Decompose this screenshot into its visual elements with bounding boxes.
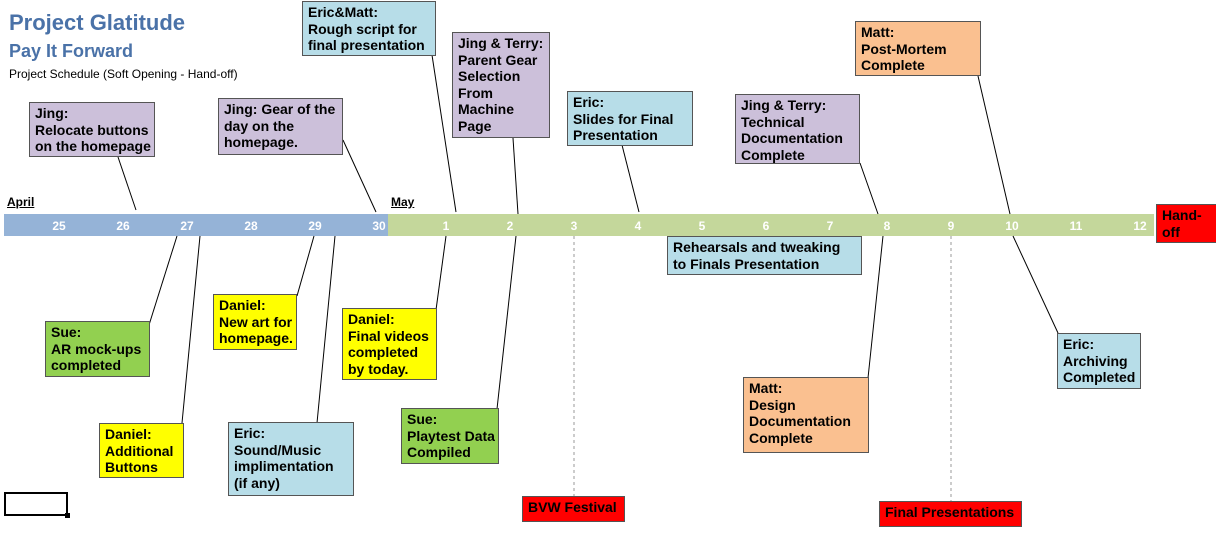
day-label: 5: [698, 219, 706, 233]
project-title: Project Glatitude: [9, 10, 186, 35]
connector-line: [859, 162, 879, 215]
note-daniel-new-art: Daniel: New art for homepage.: [213, 294, 297, 350]
connector-line: [431, 54, 457, 213]
event-bvw-festival: BVW Festival: [522, 496, 625, 522]
connector-line: [621, 144, 640, 213]
day-label: 28: [244, 219, 258, 233]
connector-line: [181, 235, 201, 424]
day-label: 30: [372, 219, 386, 233]
month-label-may: May: [391, 195, 415, 209]
connector-line: [117, 156, 137, 211]
day-label: 2: [506, 219, 514, 233]
day-label: 4: [634, 219, 642, 233]
note-sue-ar-mockups: Sue: AR mock-ups completed: [45, 321, 150, 377]
timeline-bar-may: [388, 214, 1154, 236]
day-label: 8: [883, 219, 891, 233]
fill-handle[interactable]: [65, 513, 70, 518]
schedule-caption: Project Schedule (Soft Opening - Hand-of…: [9, 67, 238, 81]
connector-line: [496, 235, 517, 410]
day-label: 11: [1069, 219, 1083, 233]
selected-cell[interactable]: [4, 492, 68, 516]
note-daniel-final-videos: Daniel: Final videos completed by today.: [342, 308, 437, 380]
day-label: 1: [442, 219, 450, 233]
note-daniel-additional-buttons: Daniel: Additional Buttons: [99, 423, 184, 478]
connector-line: [512, 137, 519, 215]
note-rehearsals: Rehearsals and tweaking to Finals Presen…: [667, 236, 862, 275]
day-label: 7: [826, 219, 834, 233]
connector-line: [296, 235, 315, 297]
note-eric-archiving: Eric: Archiving Completed: [1057, 333, 1141, 389]
day-label: 29: [308, 219, 322, 233]
connector-line: [435, 235, 447, 311]
day-label: 9: [947, 219, 955, 233]
note-jing-terry-parent-gear: Jing & Terry: Parent Gear Selection From…: [452, 32, 550, 138]
note-jing-terry-technical-doc: Jing & Terry: Technical Documentation Co…: [735, 94, 860, 164]
note-matt-design-doc: Matt: Design Documentation Complete: [743, 377, 869, 453]
note-eric-matt-rough-script: Eric&Matt: Rough script for final presen…: [302, 1, 436, 56]
note-matt-post-mortem: Matt: Post-Mortem Complete: [855, 21, 981, 76]
connector-line: [148, 235, 178, 326]
note-jing-gear-of-day: Jing: Gear of the day on the homepage.: [218, 98, 343, 155]
timeline-bar-april: [4, 214, 388, 236]
connector-line: [977, 75, 1011, 215]
note-jing-relocate-buttons: Jing: Relocate buttons on the homepage: [29, 102, 155, 157]
note-sue-playtest: Sue: Playtest Data Compiled: [401, 408, 499, 464]
day-label: 6: [762, 219, 770, 233]
day-label: 12: [1133, 219, 1147, 233]
day-label: 26: [116, 219, 130, 233]
connector-line: [342, 139, 377, 213]
day-label: 3: [570, 219, 578, 233]
event-hand-off-client: Hand-off Client: [1156, 204, 1216, 243]
connector-line: [1012, 235, 1059, 334]
note-eric-slides: Eric: Slides for Final Presentation: [567, 91, 693, 146]
project-subtitle: Pay It Forward: [9, 41, 134, 61]
day-label: 25: [52, 219, 66, 233]
day-label: 10: [1005, 219, 1019, 233]
connector-line: [316, 235, 336, 424]
event-final-presentations: Final Presentations: [879, 501, 1022, 527]
note-eric-sound-music: Eric: Sound/Music implimentation (if any…: [228, 422, 354, 496]
day-label: 27: [180, 219, 194, 233]
month-label-april: April: [7, 195, 35, 209]
connector-line: [867, 235, 884, 379]
